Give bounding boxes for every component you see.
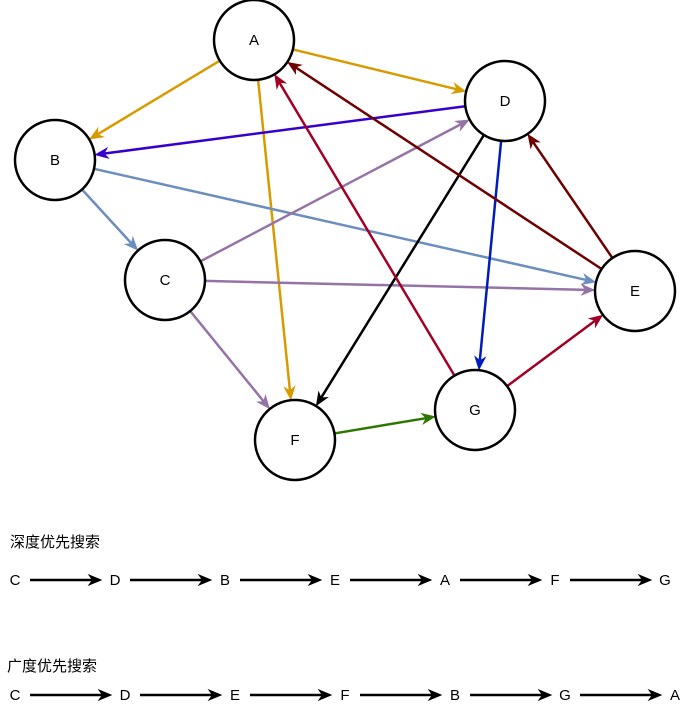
bfs-heading: 广度优先搜索 <box>7 657 98 675</box>
node-E: E <box>593 249 677 333</box>
edge-B-E <box>92 167 597 285</box>
arrowhead-E-A <box>287 61 303 76</box>
node-circle <box>212 0 296 82</box>
edge-B-C <box>80 188 139 251</box>
bfs-step: E <box>230 687 240 704</box>
node-label: D <box>500 93 511 110</box>
node-circle <box>463 59 547 143</box>
arrowhead-E-D <box>527 133 541 150</box>
edge-C-F <box>188 309 270 410</box>
dfs-step: A <box>440 572 450 589</box>
bfs-step: D <box>120 687 131 704</box>
bfs-arrow <box>140 688 223 702</box>
arrowhead-C-E <box>580 283 596 296</box>
dfs-arrow <box>460 573 543 587</box>
bfs-arrow <box>470 688 553 702</box>
node-C: C <box>123 238 207 322</box>
bfs-arrow <box>250 688 333 702</box>
arrowhead-A-D <box>450 82 467 95</box>
node-circle <box>13 118 97 202</box>
arrowhead-G-A <box>274 74 288 90</box>
arrowhead-D-B <box>94 146 110 160</box>
bfs-arrow <box>30 688 113 702</box>
dfs-step: B <box>220 572 230 589</box>
node-label: G <box>469 402 481 419</box>
bfs-step: C <box>10 687 21 704</box>
arrowhead-D-F <box>315 390 329 407</box>
dfs-step: E <box>330 572 340 589</box>
node-label: C <box>160 272 171 289</box>
dfs-arrow <box>570 573 653 587</box>
edge-E-D <box>527 133 614 260</box>
edge-A-F <box>256 78 296 401</box>
node-A: A <box>212 0 296 82</box>
node-label: A <box>249 32 259 49</box>
node-label: B <box>50 152 60 169</box>
edge-G-A <box>274 74 456 377</box>
bfs-arrow <box>360 688 443 702</box>
edge-D-F <box>315 133 486 407</box>
node-circle <box>433 368 517 452</box>
dfs-step: F <box>550 572 559 589</box>
edge-F-G <box>333 412 436 435</box>
edge-E-A <box>287 61 603 271</box>
node-label: E <box>630 283 640 300</box>
arrowhead-B-C <box>123 235 139 251</box>
bfs-step: G <box>559 687 571 704</box>
dfs-arrow <box>130 573 213 587</box>
arrowhead-A-F <box>283 385 296 401</box>
dfs-arrow <box>350 573 433 587</box>
bfs-arrow <box>580 688 663 702</box>
arrowhead-D-G <box>474 355 487 371</box>
node-B: B <box>13 118 97 202</box>
node-circle <box>123 238 207 322</box>
edge-G-E <box>505 314 604 388</box>
node-F: F <box>253 398 337 482</box>
arrowhead-C-F <box>255 393 270 410</box>
node-G: G <box>433 368 517 452</box>
arrowhead-C-D <box>453 119 470 132</box>
edge-D-G <box>474 139 503 371</box>
arrowhead-A-B <box>88 126 105 140</box>
edge-C-E <box>203 279 596 296</box>
dfs-step: C <box>10 572 21 589</box>
edges <box>80 48 614 435</box>
dfs-heading: 深度优先搜索 <box>10 533 101 551</box>
edge-A-B <box>88 59 221 140</box>
node-D: D <box>463 59 547 143</box>
dfs-arrow <box>240 573 323 587</box>
bfs-step: F <box>340 687 349 704</box>
arrowhead-F-G <box>420 412 436 425</box>
node-label: F <box>290 432 299 449</box>
bfs-step: B <box>450 687 460 704</box>
arrowhead-G-E <box>587 314 604 329</box>
dfs-step: G <box>659 572 671 589</box>
arrowhead-B-E <box>580 272 597 285</box>
node-circle <box>593 249 677 333</box>
dfs-arrow <box>30 573 103 587</box>
nodes: A B C D E F G <box>13 0 677 482</box>
edge-D-B <box>94 104 467 160</box>
edge-A-D <box>291 48 467 95</box>
bfs-step: A <box>670 687 680 704</box>
node-circle <box>253 398 337 482</box>
dfs-step: D <box>110 572 121 589</box>
edge-C-D <box>199 119 470 263</box>
